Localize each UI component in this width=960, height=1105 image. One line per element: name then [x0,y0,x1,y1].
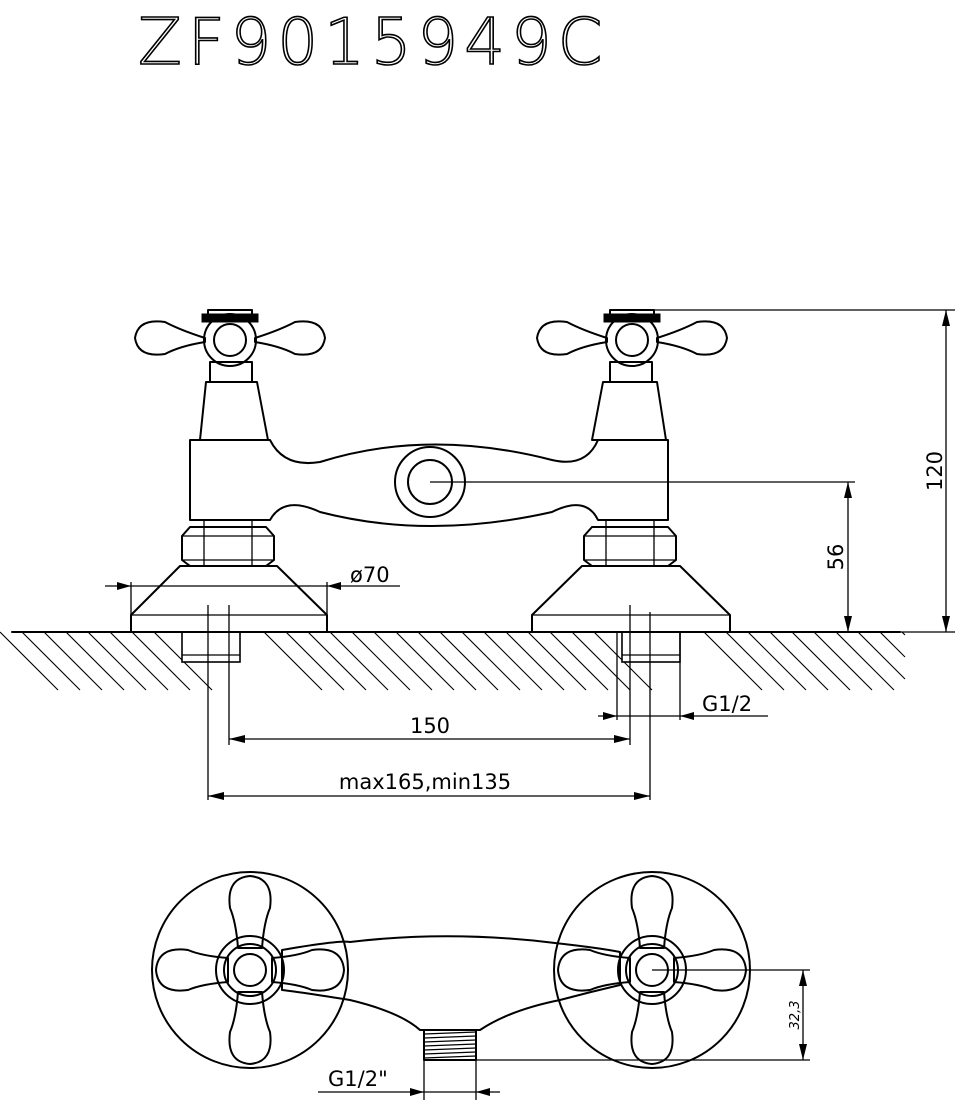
hatch-line [549,631,609,691]
hatch-line [417,631,477,691]
handle-arm [155,948,229,992]
dimension-label-120: 120 [923,451,947,491]
hatch-line [571,631,631,691]
dimension-inlet-spacing: 150 [229,714,630,743]
left-inlet-nipple [181,631,241,663]
thread-line [423,1043,477,1047]
thread-line [423,1039,477,1043]
dimension-label-inlet-thread: G1/2 [702,692,752,716]
hatch-line [725,631,785,691]
hatch-line [835,631,895,691]
wall-hatching [0,631,906,691]
right-wall-flange [531,565,731,633]
right-cross-handle [536,309,728,367]
dimension-label-150: 150 [410,714,450,738]
dimension-inlet-range: max165,min135 [208,770,650,800]
hatch-line [813,631,873,691]
dimension-label-56: 56 [824,544,848,571]
handle-arm [630,991,674,1065]
left-cross-handle [134,309,326,367]
left-valve-body [199,361,269,441]
left-hex-nut [181,526,275,567]
front-elevation-view: 120 56 ø70 [0,309,955,800]
dimension-label-offset: 32,3 [788,1001,803,1030]
hatch-line [0,631,59,691]
left-cross-handle-plan [155,875,345,1065]
hatch-line [43,631,103,691]
hatch-line [527,631,587,691]
dimension-outlet-offset: 32,3 [476,969,810,1061]
outlet-nipple-plan [423,1029,477,1061]
hatch-line [131,631,191,691]
hatch-line [791,631,851,691]
hatch-line [109,631,169,691]
mixer-body [189,439,669,527]
right-inlet-nipple [621,631,681,663]
thread-line [423,1051,477,1055]
thread-line [423,1031,477,1035]
handle-arm [228,991,272,1065]
hatch-line [439,631,499,691]
dimension-inlet-thread: G1/2 [598,692,768,720]
dimension-height-56: 56 [430,481,855,632]
wall-surface [0,631,906,691]
hatch-line [483,631,543,691]
dimension-label-diameter: ø70 [350,563,390,587]
dimension-label-outlet-thread: G1/2" [328,1067,388,1091]
hatch-line [87,631,147,691]
hatch-line [703,631,763,691]
handle-arm [228,875,272,949]
thread-line [423,1035,477,1039]
hatch-line [505,631,565,691]
hatch-line [769,631,829,691]
left-flange-outline [151,871,349,1069]
hatch-line [461,631,521,691]
hatch-line [879,631,906,658]
hatch-line [329,631,389,691]
hatch-line [857,631,906,680]
mixer-body-plan [281,935,621,1031]
thread-line [423,1047,477,1051]
hatch-line [373,631,433,691]
hatch-line [65,631,125,691]
product-code-title: ZF9015949C [138,6,608,80]
hatch-line [395,631,455,691]
dimension-outlet-thread: G1/2" [318,1060,500,1100]
handle-arm [271,948,345,992]
dimension-height-120: 120 [640,309,955,633]
handle-hub-ring [233,953,267,987]
inlet-centerlines [207,605,681,800]
hatch-line [747,631,807,691]
right-hex-nut [583,526,677,567]
hatch-line [263,631,323,691]
dimension-flange-diameter: ø70 [105,563,400,620]
thread-line [423,1055,477,1059]
handle-hub-ring [223,943,277,997]
dimension-label-range: max165,min135 [339,770,511,794]
right-valve-body [591,361,667,441]
hatch-line [351,631,411,691]
hatch-line [307,631,367,691]
handle-arm [630,875,674,949]
top-plan-view: 32,3 G1/2" [151,871,810,1100]
handle-arm [557,948,631,992]
hatch-line [285,631,345,691]
hatch-line [21,631,81,691]
handle-hub-ring [215,935,285,1005]
